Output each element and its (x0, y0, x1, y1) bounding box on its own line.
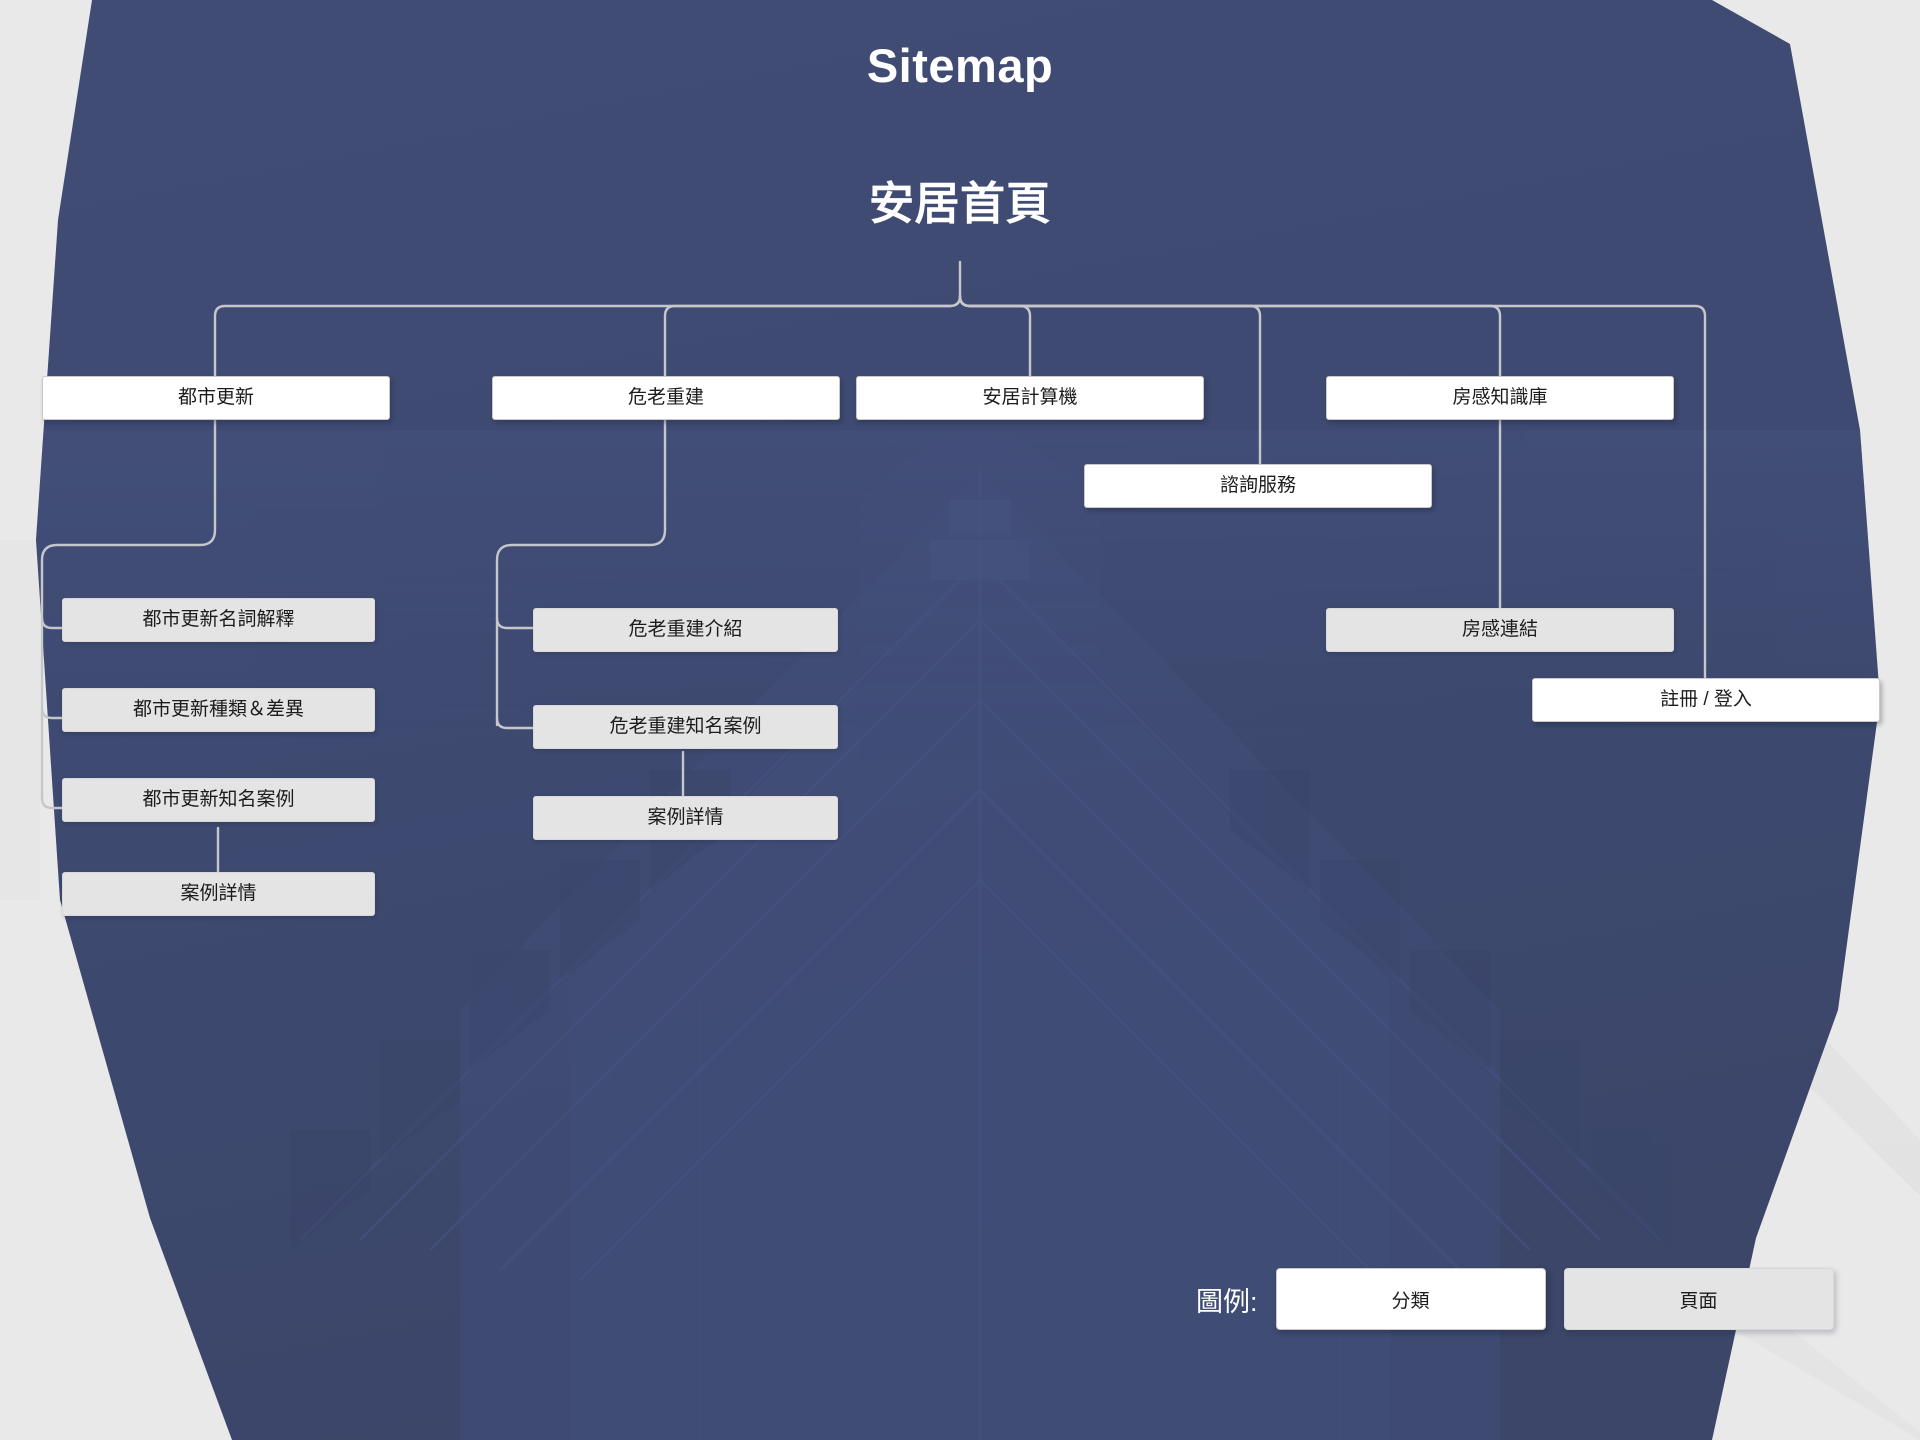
legend-label: 圖例: (1196, 1286, 1258, 1317)
root-node: 安居首頁 (868, 178, 1051, 229)
legend-swatch-category: 分類 (1275, 1268, 1546, 1330)
node-ur-glossary[interactable]: 都市更新名詞解釋 (62, 598, 375, 642)
legend-swatch-page: 頁面 (1563, 1268, 1834, 1330)
node-rb-case-detail[interactable]: 案例詳情 (533, 796, 838, 840)
node-ur-types-diff[interactable]: 都市更新種類＆差異 (62, 688, 375, 732)
node-hk-links[interactable]: 房感連結 (1326, 608, 1674, 652)
node-consulting-service[interactable]: 諮詢服務 (1084, 464, 1432, 508)
node-ur-case-detail[interactable]: 案例詳情 (62, 872, 375, 916)
node-ur-famous-cases[interactable]: 都市更新知名案例 (62, 778, 375, 822)
node-housing-knowledge[interactable]: 房感知識庫 (1326, 376, 1674, 420)
legend: 圖例: 分類 頁面 (1196, 1268, 1834, 1330)
page-title: Sitemap (866, 39, 1054, 92)
node-urban-renewal[interactable]: 都市更新 (42, 376, 390, 420)
node-rb-intro[interactable]: 危老重建介紹 (533, 608, 838, 652)
node-danger-old-rebuild[interactable]: 危老重建 (492, 376, 840, 420)
node-register-login[interactable]: 註冊 / 登入 (1532, 678, 1880, 722)
node-anju-calculator[interactable]: 安居計算機 (856, 376, 1204, 420)
node-rb-famous-cases[interactable]: 危老重建知名案例 (533, 705, 838, 749)
